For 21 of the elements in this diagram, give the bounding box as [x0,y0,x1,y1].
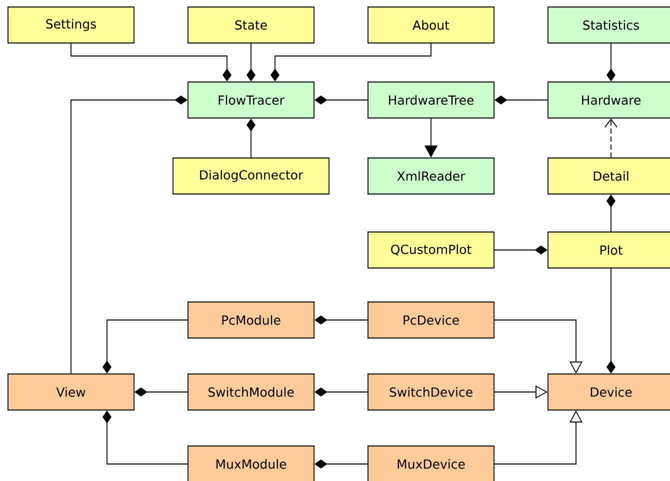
dependency-arrow [604,118,618,158]
class-box: View [8,374,134,410]
class-box: XmlReader [368,158,494,194]
class-box: Settings [8,6,134,44]
class-box: QCustomPlot [368,232,494,268]
class-box: SwitchDevice [368,374,494,410]
class-box: About [368,6,494,44]
class-box: MuxModule [188,446,314,481]
class-box: Detail [548,158,670,194]
class-box: MuxDevice [368,446,494,481]
class-box: Statistics [548,6,670,44]
class-box: State [188,6,314,44]
class-box: DialogConnector [172,158,330,194]
class-box: SwitchModule [188,374,314,410]
class-box: PcDevice [368,302,494,338]
class-box: Plot [548,232,670,268]
class-box: Device [548,374,670,410]
class-box: Hardware [548,82,670,118]
class-box: PcModule [188,302,314,338]
class-box: FlowTracer [188,82,314,118]
class-box: HardwareTree [368,82,494,118]
